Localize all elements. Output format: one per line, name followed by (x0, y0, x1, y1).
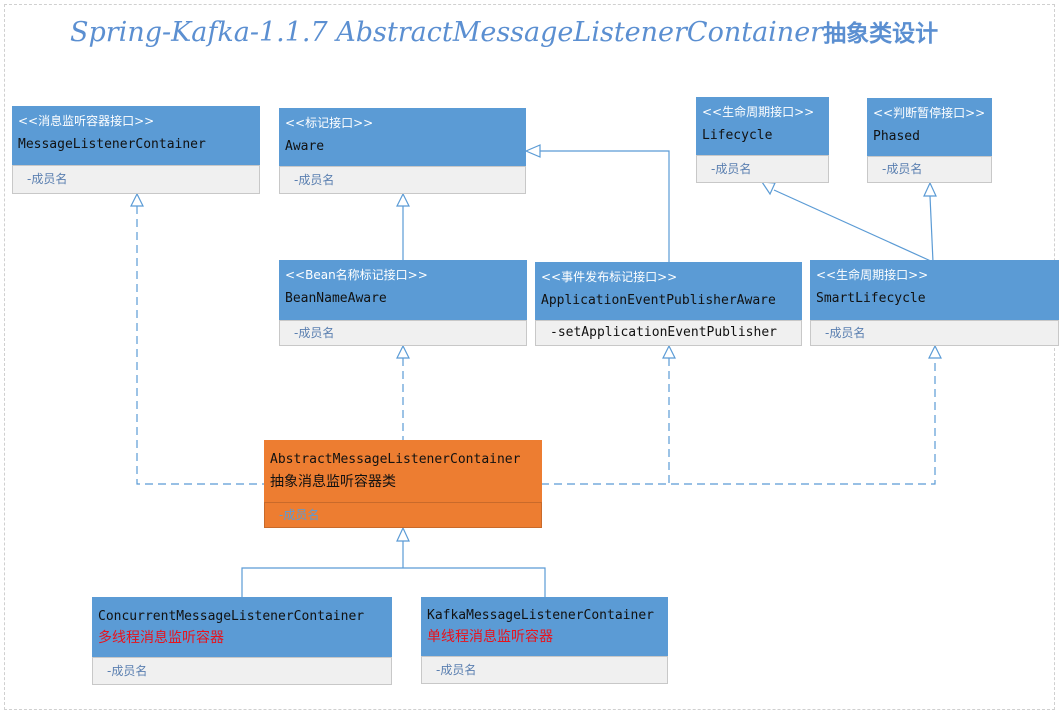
member-label: -成员名 (867, 156, 992, 183)
member-label: -成员名 (92, 657, 392, 685)
generalization-smart-lifecycle (773, 189, 934, 263)
box-header: <<生命周期接口>> Lifecycle (696, 97, 829, 155)
member-label: -成员名 (279, 320, 527, 346)
box-abstract-message-listener-container: AbstractMessageListenerContainer 抽象消息监听容… (264, 440, 542, 528)
interface-name: Phased (873, 129, 920, 144)
member-label: -成员名 (421, 656, 668, 684)
box-application-event-publisher-aware: <<事件发布标记接口>> ApplicationEventPublisherAw… (535, 262, 802, 346)
stereotype-label: <<生命周期接口>> (702, 105, 815, 119)
realization-aepa-smart (541, 358, 936, 485)
interface-name: Lifecycle (702, 128, 773, 143)
interface-name: SmartLifecycle (816, 291, 926, 306)
class-description: 抽象消息监听容器类 (270, 474, 396, 490)
class-name: KafkaMessageListenerContainer (427, 608, 654, 623)
stereotype-label: <<生命周期接口>> (816, 268, 929, 282)
box-kafka-message-listener-container: KafkaMessageListenerContainer 单线程消息监听容器 … (421, 597, 668, 684)
title-cn: 抽象类设计 (823, 20, 939, 47)
interface-name: BeanNameAware (285, 291, 387, 306)
box-lifecycle: <<生命周期接口>> Lifecycle -成员名 (696, 97, 829, 183)
box-header: <<事件发布标记接口>> ApplicationEventPublisherAw… (535, 262, 802, 320)
member-label: -成员名 (810, 320, 1059, 346)
diagram-title: Spring-Kafka-1.1.7 AbstractMessageListen… (70, 14, 938, 48)
arrowhead-lifecycle (760, 181, 776, 196)
generalization-aepa-aware (540, 150, 670, 262)
member-label: -成员名 (264, 502, 542, 528)
arrowhead-abstract (396, 526, 410, 542)
realization-mlc (136, 206, 265, 485)
box-header: <<生命周期接口>> SmartLifecycle (810, 260, 1059, 320)
class-name: ConcurrentMessageListenerContainer (98, 609, 365, 624)
box-header: <<标记接口>> Aware (279, 108, 526, 166)
stereotype-label: <<事件发布标记接口>> (541, 270, 678, 284)
box-header: <<消息监听容器接口>> MessageListenerContainer (12, 106, 260, 165)
arrowhead-mlc (130, 192, 144, 207)
generalization-children (241, 541, 546, 597)
box-header: <<判断暂停接口>> Phased (867, 98, 992, 156)
box-smart-lifecycle: <<生命周期接口>> SmartLifecycle -成员名 (810, 260, 1059, 346)
class-description: 多线程消息监听容器 (98, 630, 224, 646)
member-label: -成员名 (12, 165, 260, 194)
arrowhead-aepa (662, 344, 676, 359)
box-header: <<Bean名称标记接口>> BeanNameAware (279, 260, 527, 320)
class-description: 单线程消息监听容器 (427, 629, 553, 645)
member-label: -setApplicationEventPublisher (535, 320, 802, 346)
member-label: -成员名 (696, 155, 829, 183)
stereotype-label: <<判断暂停接口>> (873, 106, 986, 120)
arrowhead-smart (928, 344, 942, 359)
interface-name: MessageListenerContainer (18, 137, 206, 152)
box-header: KafkaMessageListenerContainer 单线程消息监听容器 (421, 597, 668, 656)
box-message-listener-container: <<消息监听容器接口>> MessageListenerContainer -成… (12, 106, 260, 194)
box-concurrent-message-listener-container: ConcurrentMessageListenerContainer 多线程消息… (92, 597, 392, 685)
arrowhead-aware-from-aepa (524, 144, 541, 158)
diagram-frame (4, 4, 1055, 710)
member-label: -成员名 (279, 166, 526, 194)
box-header: ConcurrentMessageListenerContainer 多线程消息… (92, 597, 392, 657)
stereotype-label: <<Bean名称标记接口>> (285, 268, 428, 282)
box-phased: <<判断暂停接口>> Phased -成员名 (867, 98, 992, 183)
class-name: AbstractMessageListenerContainer (270, 452, 521, 467)
title-latin: Spring-Kafka-1.1.7 AbstractMessageListen… (70, 17, 824, 48)
arrowhead-aware-from-bna (396, 192, 410, 207)
box-header: AbstractMessageListenerContainer 抽象消息监听容… (264, 440, 542, 502)
arrowhead-bna (396, 344, 410, 359)
interface-name: ApplicationEventPublisherAware (541, 293, 776, 308)
stereotype-label: <<标记接口>> (285, 116, 374, 130)
box-bean-name-aware: <<Bean名称标记接口>> BeanNameAware -成员名 (279, 260, 527, 346)
generalization-smart-phased (929, 195, 934, 263)
arrowhead-phased (923, 181, 937, 197)
box-aware: <<标记接口>> Aware -成员名 (279, 108, 526, 194)
interface-name: Aware (285, 139, 325, 154)
stereotype-label: <<消息监听容器接口>> (18, 114, 155, 128)
